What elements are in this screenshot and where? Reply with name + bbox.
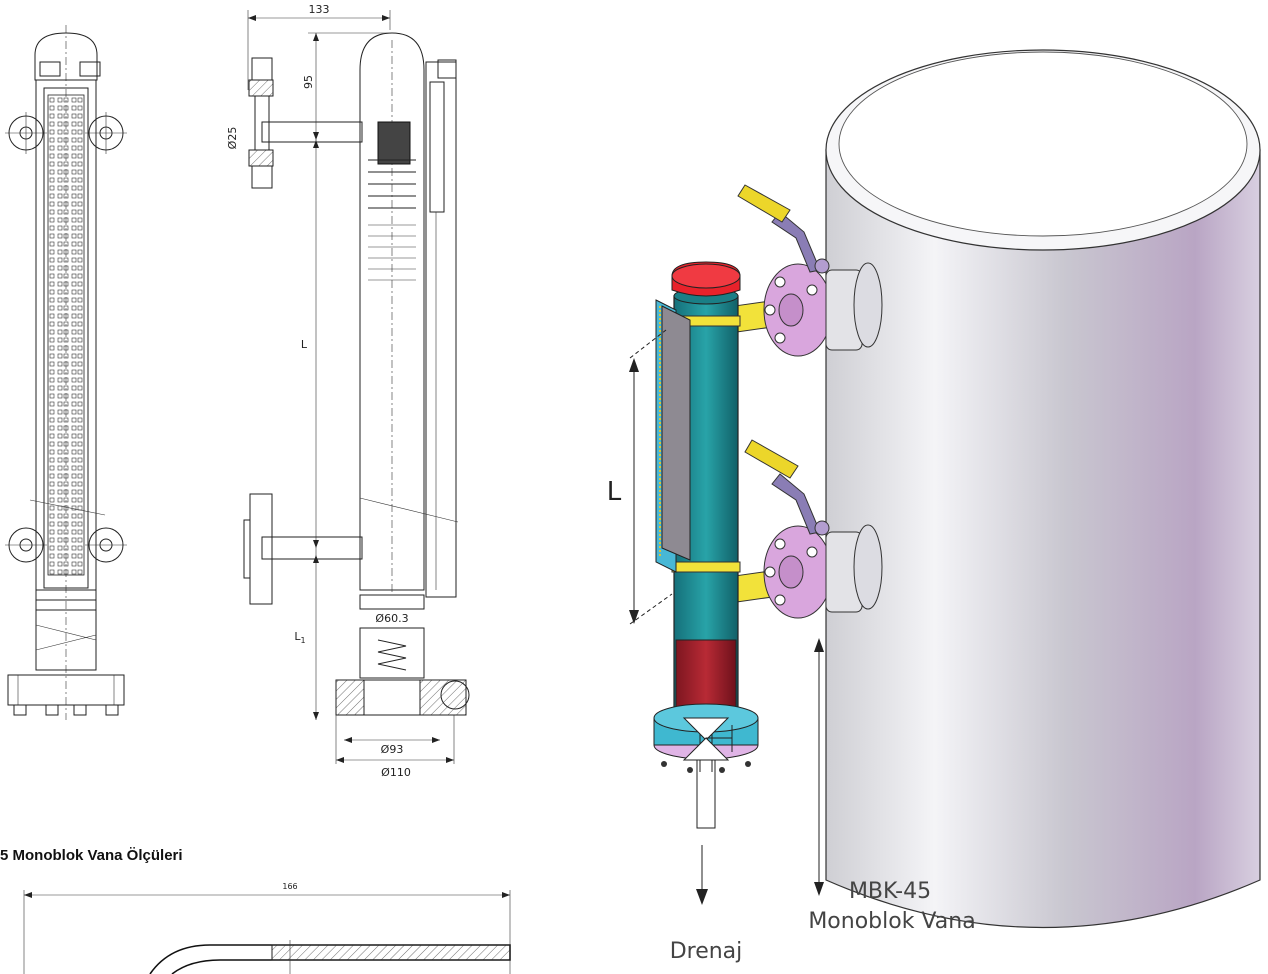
dimension-dia110: Ø110: [381, 766, 411, 779]
dimension-dia25: Ø25: [226, 127, 239, 150]
dimension-133: 133: [309, 3, 330, 16]
valve-type-label: Monoblok Vana: [808, 909, 975, 934]
level-gauge: [653, 261, 759, 773]
render-3d: L Drenaj MBK-45 Monoblok Vana: [607, 49, 1261, 964]
dimension-95: 95: [302, 75, 315, 89]
drain-label: Drenaj: [670, 939, 743, 964]
length-dimension: L: [607, 329, 673, 625]
length-label: L: [607, 477, 622, 507]
dimension-dia93: Ø93: [381, 743, 404, 756]
drain-assembly: Drenaj: [670, 717, 743, 964]
valve-callout: MBK-45 Monoblok Vana: [808, 638, 976, 934]
tank: [825, 49, 1261, 929]
valve-dimension-drawing: 5 Monoblok Vana Ölçüleri 166: [0, 847, 511, 974]
side-view-drawing: 133 95 L L1 Ø25: [226, 3, 470, 779]
dimension-166: 166: [282, 882, 297, 891]
dimension-L1: L1: [294, 630, 305, 645]
valve-model-label: MBK-45: [849, 879, 931, 904]
dimension-L: L: [301, 338, 308, 351]
section-title: 5 Monoblok Vana Ölçüleri: [0, 847, 183, 864]
front-view-drawing: [5, 25, 127, 720]
dimension-dia60: Ø60.3: [375, 612, 408, 625]
